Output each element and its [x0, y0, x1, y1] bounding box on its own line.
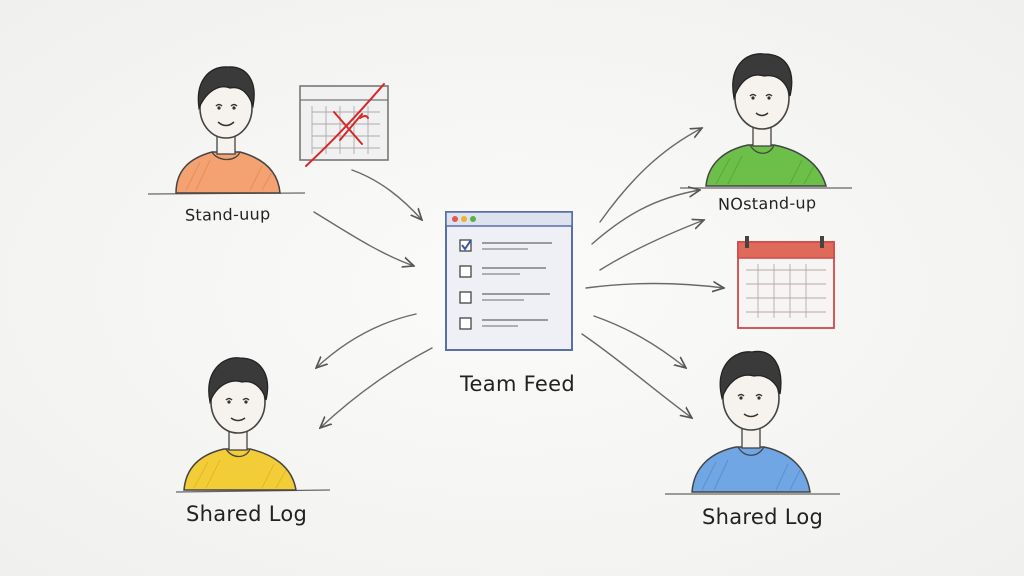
label-center: Team Feed	[460, 372, 575, 396]
arrow-feed-to-bottomright-2	[581, 333, 692, 418]
arrow-feed-to-topright-3	[599, 220, 704, 271]
arrows	[313, 128, 724, 428]
hair-top-right	[732, 53, 793, 101]
hair-bottom-right	[719, 350, 782, 401]
label-top-left: Stand-uup	[184, 204, 271, 225]
person-bottom-left	[175, 357, 331, 493]
arrow-topleft-to-feed-1	[351, 169, 422, 220]
calendar-icon	[737, 236, 835, 329]
arrow-feed-to-bottomleft-1	[316, 313, 417, 368]
person-top-left	[147, 66, 306, 195]
hair-bottom-left	[208, 357, 269, 405]
label-top-right: NOstand-up	[717, 193, 817, 214]
arrow-feed-to-bottomright-1	[593, 315, 686, 368]
person-bottom-right	[665, 350, 840, 495]
checklist	[459, 239, 552, 330]
arrow-feed-to-topright-2	[591, 190, 700, 245]
hair-top-left	[197, 66, 255, 111]
arrow-feed-to-topright-1	[599, 128, 702, 223]
calendar-crossed-icon	[299, 83, 389, 167]
label-bottom-left: Shared Log	[186, 502, 308, 526]
person-top-right	[680, 53, 852, 189]
arrow-topleft-to-feed-2	[313, 211, 414, 266]
arrow-feed-to-calendar	[585, 284, 724, 289]
arrow-feed-to-bottomleft-2	[320, 347, 433, 428]
feed-window-icon	[445, 211, 573, 351]
label-bottom-right: Shared Log	[702, 505, 824, 529]
